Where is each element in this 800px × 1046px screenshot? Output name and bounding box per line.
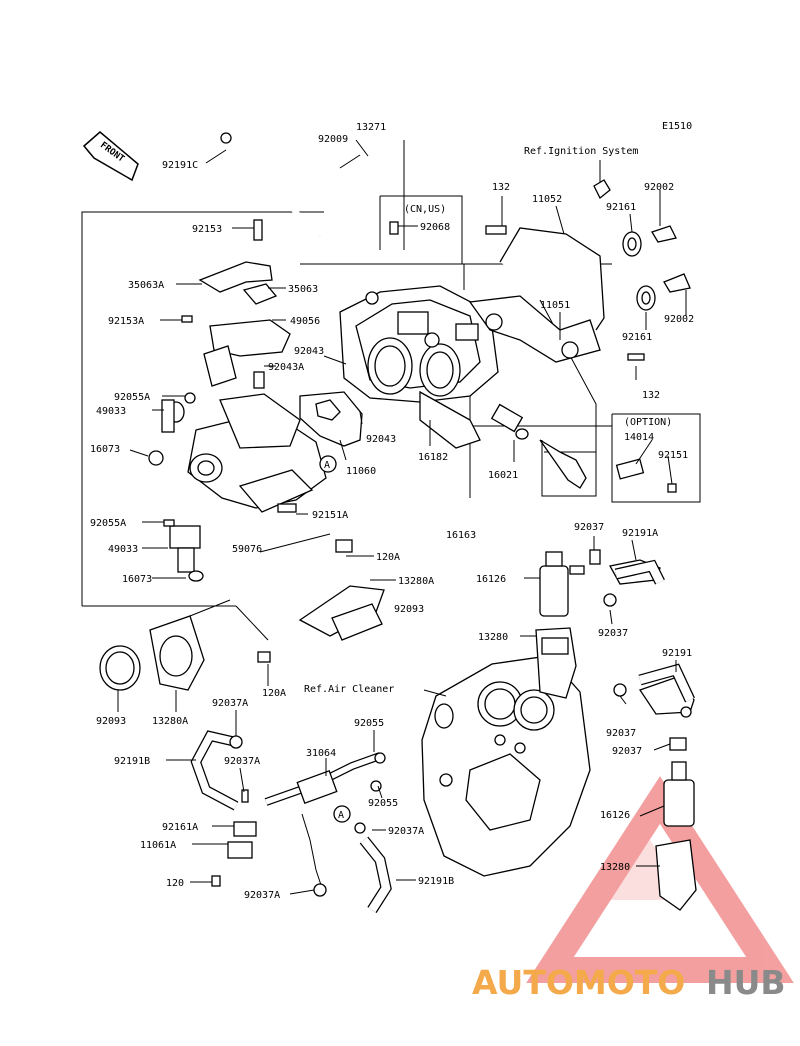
part-label: 92002: [664, 314, 694, 325]
part-label: 92161: [606, 202, 636, 213]
part-label: 16163: [446, 530, 476, 541]
ref-air-cleaner-label: Ref.Air Cleaner: [304, 684, 394, 695]
part-label: 92037: [598, 628, 628, 639]
part-label: 16126: [600, 810, 630, 821]
part-label: 92093: [96, 716, 126, 727]
callout-a-2: A: [333, 805, 351, 823]
part-label: 120A: [376, 552, 400, 563]
part-14014: [615, 458, 677, 493]
part-label: 49033: [96, 406, 126, 417]
grommets-92161: [622, 225, 691, 361]
part-label: 11060: [346, 466, 376, 477]
part-label: 92191A: [622, 528, 658, 539]
part-label: 120: [166, 878, 184, 889]
part-label: 16126: [476, 574, 506, 585]
part-label: 92043A: [268, 362, 304, 373]
watermark-text-orange: AUTOMOTO: [472, 963, 685, 1002]
part-label: 92037: [606, 728, 636, 739]
figure-code: E1510: [662, 121, 692, 132]
air-cleaner-plate: [421, 655, 591, 877]
part-label: 92153A: [108, 316, 144, 327]
part-label: 92037A: [388, 826, 424, 837]
part-label: 92153: [192, 224, 222, 235]
part-label: 13280A: [398, 576, 434, 587]
part-label: 16182: [418, 452, 448, 463]
part-label: 49056: [290, 316, 320, 327]
part-label: 92161: [622, 332, 652, 343]
part-label: 13280A: [152, 716, 188, 727]
option-label: (OPTION): [624, 417, 672, 428]
part-label: 92191C: [162, 160, 198, 171]
part-label: 92055A: [90, 518, 126, 529]
cn-us-box: (CN,US): [389, 204, 446, 235]
part-label: 13271: [356, 122, 386, 133]
vacuum-hoses: [190, 730, 392, 913]
part-label: 92043: [366, 434, 396, 445]
part-label: 132: [642, 390, 660, 401]
part-label: 92151: [658, 450, 688, 461]
gasket-11060: [299, 391, 363, 447]
part-label: 31064: [306, 748, 336, 759]
part-label: 92037A: [244, 890, 280, 901]
front-arrow-icon: FRONT: [82, 131, 139, 182]
part-label: 11061A: [140, 840, 176, 851]
watermark-text-gray: HUB: [706, 963, 786, 1002]
part-label: 92093: [394, 604, 424, 615]
part-label: 120A: [262, 688, 286, 699]
ignition-bracket: [468, 179, 611, 363]
injector-49033: [163, 519, 204, 582]
watermark-logo: AUTOMOTO HUB: [472, 963, 786, 1002]
part-label: 92055: [354, 718, 384, 729]
leader-lines: [117, 139, 687, 895]
part-label: 13280: [478, 632, 508, 643]
linkage-assembly: [181, 219, 291, 389]
part-label: 16073: [90, 444, 120, 455]
part-label: 13280: [600, 862, 630, 873]
part-label: 35063A: [128, 280, 164, 291]
throttle-body: [339, 285, 499, 449]
part-label: 92037: [574, 522, 604, 533]
part-label: 92161A: [162, 822, 198, 833]
part-label: 49033: [108, 544, 138, 555]
svg-text:A: A: [324, 460, 330, 471]
cn-us-label: (CN,US): [404, 204, 446, 215]
part-label: 14014: [624, 432, 654, 443]
part-label: 92009: [318, 134, 348, 145]
part-label: 92037A: [224, 756, 260, 767]
part-label: 16073: [122, 574, 152, 585]
hose-92191c: [220, 132, 322, 238]
part-label: 11051: [540, 300, 570, 311]
part-label: 59076: [232, 544, 262, 555]
part-label: 92151A: [312, 510, 348, 521]
part-label: 92037: [612, 746, 642, 757]
ref-ignition-label: Ref.Ignition System: [524, 146, 638, 157]
injector-housing: [148, 392, 327, 513]
sensor-16021: [490, 403, 587, 489]
callout-a-1: A: [319, 455, 337, 473]
part-label: 92037A: [212, 698, 248, 709]
part-label: 92191B: [114, 756, 150, 767]
part-label: 11052: [532, 194, 562, 205]
part-label: 92043: [294, 346, 324, 357]
part-label: 132: [492, 182, 510, 193]
part-label: 35063: [288, 284, 318, 295]
part-label: 92068: [420, 222, 450, 233]
part-label: 92002: [644, 182, 674, 193]
part-label: 16021: [488, 470, 518, 481]
part-labels: 13271 92009 92191C 92153 35063A 35063 92…: [90, 122, 694, 901]
part-label: 92055: [368, 798, 398, 809]
joint-13280a: [99, 539, 385, 691]
svg-text:A: A: [338, 810, 344, 821]
part-label: 92191: [662, 648, 692, 659]
part-label: 92055A: [114, 392, 150, 403]
part-label: 92191B: [418, 876, 454, 887]
